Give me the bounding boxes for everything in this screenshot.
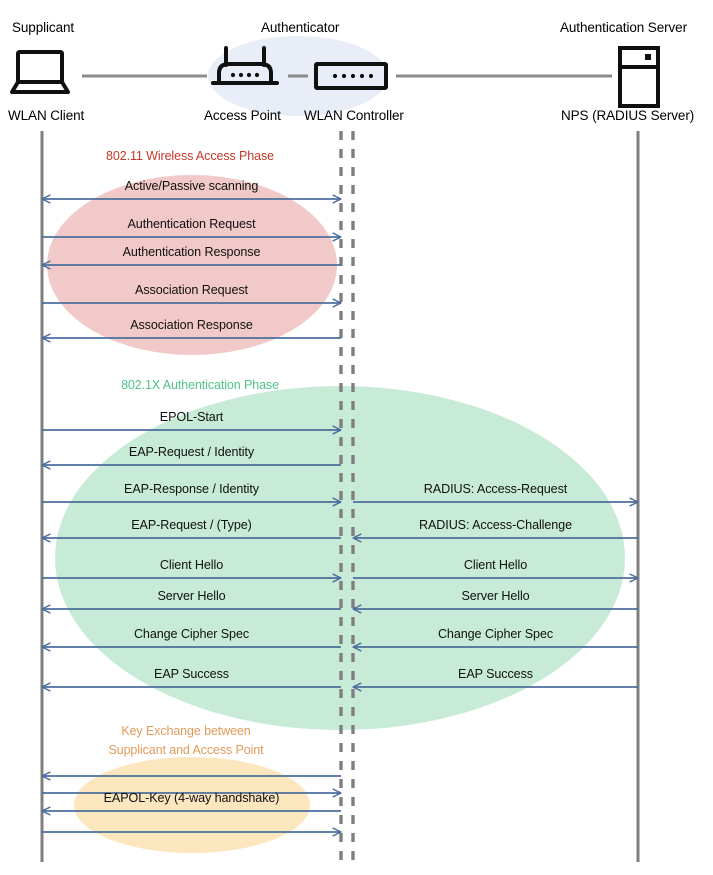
phase-title-line: Key Exchange between xyxy=(121,724,251,738)
message-label-m22: EAPOL-Key (4-way handshake) xyxy=(103,791,280,805)
phase-title-line: 802.11 Wireless Access Phase xyxy=(106,149,274,163)
message-label-m12: Client Hello xyxy=(159,558,224,572)
lifelines xyxy=(40,131,640,862)
message-label-m11: RADIUS: Access-Challenge xyxy=(419,518,572,532)
phase-title-phase-802-11: 802.11 Wireless Access Phase xyxy=(106,147,274,166)
message-label-m06: EPOL-Start xyxy=(159,410,224,424)
message-label-m03: Authentication Response xyxy=(122,245,261,259)
phase-title-line: Supplicant and Access Point xyxy=(108,743,264,757)
phase-blobs xyxy=(47,175,625,853)
message-label-m18: EAP Success xyxy=(154,667,229,681)
node-label-nps-radius-server: NPS (RADIUS Server) xyxy=(561,108,695,123)
message-label-m15: Server Hello xyxy=(461,589,530,603)
message-label-m07: EAP-Request / Identity xyxy=(128,445,255,459)
node-label-wlan-controller: WLAN Controller xyxy=(304,108,404,123)
role-label-authenticator: Authenticator xyxy=(261,20,340,35)
node-label-wlan-client: WLAN Client xyxy=(8,108,85,123)
node-label-access-point: Access Point xyxy=(204,108,281,123)
message-label-m04: Association Request xyxy=(135,283,248,297)
message-label-m08: EAP-Response / Identity xyxy=(124,482,259,496)
message-label-m14: Server Hello xyxy=(157,589,226,603)
role-label-authentication-server: Authentication Server xyxy=(560,20,687,35)
wlan-controller-icon xyxy=(314,62,388,90)
laptop-icon xyxy=(10,50,70,94)
phase-title-line: 802.1X Authentication Phase xyxy=(121,378,279,392)
message-label-m09: RADIUS: Access-Request xyxy=(423,482,568,496)
phase-blob-phase-key-exchange xyxy=(74,757,310,853)
message-label-m05: Association Response xyxy=(130,318,253,332)
lifeline-authenticator xyxy=(339,131,355,862)
server-icon xyxy=(618,46,660,108)
role-label-supplicant: Supplicant xyxy=(12,20,75,35)
access-point-icon xyxy=(211,46,279,85)
phase-title-phase-802-1x: 802.1X Authentication Phase xyxy=(121,376,279,395)
message-label-m10: EAP-Request / (Type) xyxy=(131,518,252,532)
message-label-m13: Client Hello xyxy=(463,558,528,572)
phase-blob-phase-802-1x xyxy=(55,386,625,730)
message-label-m01: Active/Passive scanning xyxy=(124,179,259,193)
message-label-m17: Change Cipher Spec xyxy=(437,627,554,641)
message-label-m16: Change Cipher Spec xyxy=(133,627,250,641)
message-label-m19: EAP Success xyxy=(458,667,533,681)
message-label-m02: Authentication Request xyxy=(127,217,256,231)
message-arrows xyxy=(42,199,638,832)
